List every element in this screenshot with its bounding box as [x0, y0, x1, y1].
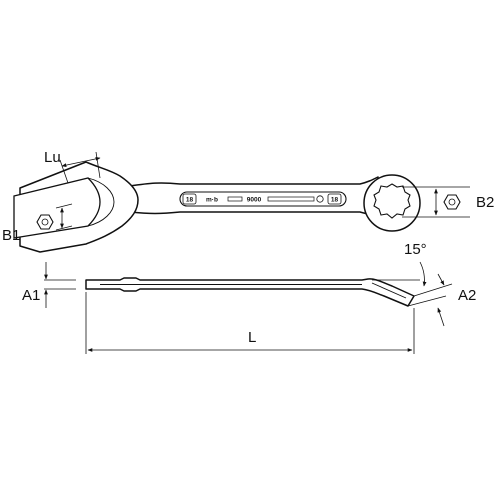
dimension-b1: B1	[2, 203, 73, 244]
dimension-b2: B2	[402, 186, 494, 218]
label-b2: B2	[476, 194, 494, 211]
label-a1: A1	[22, 287, 40, 304]
hex-nut-b1-icon	[36, 214, 54, 230]
ring-end-12pt-opening	[373, 183, 411, 219]
dimension-a2: A2	[407, 273, 476, 327]
dimension-lu: Lu	[44, 149, 101, 184]
wrench-top-view: 18 m·b 9000 18	[13, 161, 421, 253]
handle-engraving-panel	[179, 191, 347, 207]
label-lu: Lu	[44, 149, 61, 166]
dimension-a1: A1	[22, 262, 76, 308]
label-a2: A2	[458, 287, 476, 304]
dimension-l: L	[85, 292, 415, 354]
ring-symbol-icon	[316, 195, 324, 203]
model-marking: 9000	[247, 197, 262, 204]
wrench-side-view	[85, 277, 415, 307]
brand-marking: m·b	[206, 197, 218, 204]
side-profile	[85, 277, 415, 307]
dimension-angle: 15°	[372, 241, 427, 287]
size-marking-right: 18	[331, 197, 339, 204]
label-b1: B1	[2, 227, 20, 244]
label-length: L	[248, 329, 256, 346]
label-angle: 15°	[404, 241, 427, 258]
hex-nut-b2-icon	[443, 194, 461, 210]
size-marking-left: 18	[186, 197, 194, 204]
